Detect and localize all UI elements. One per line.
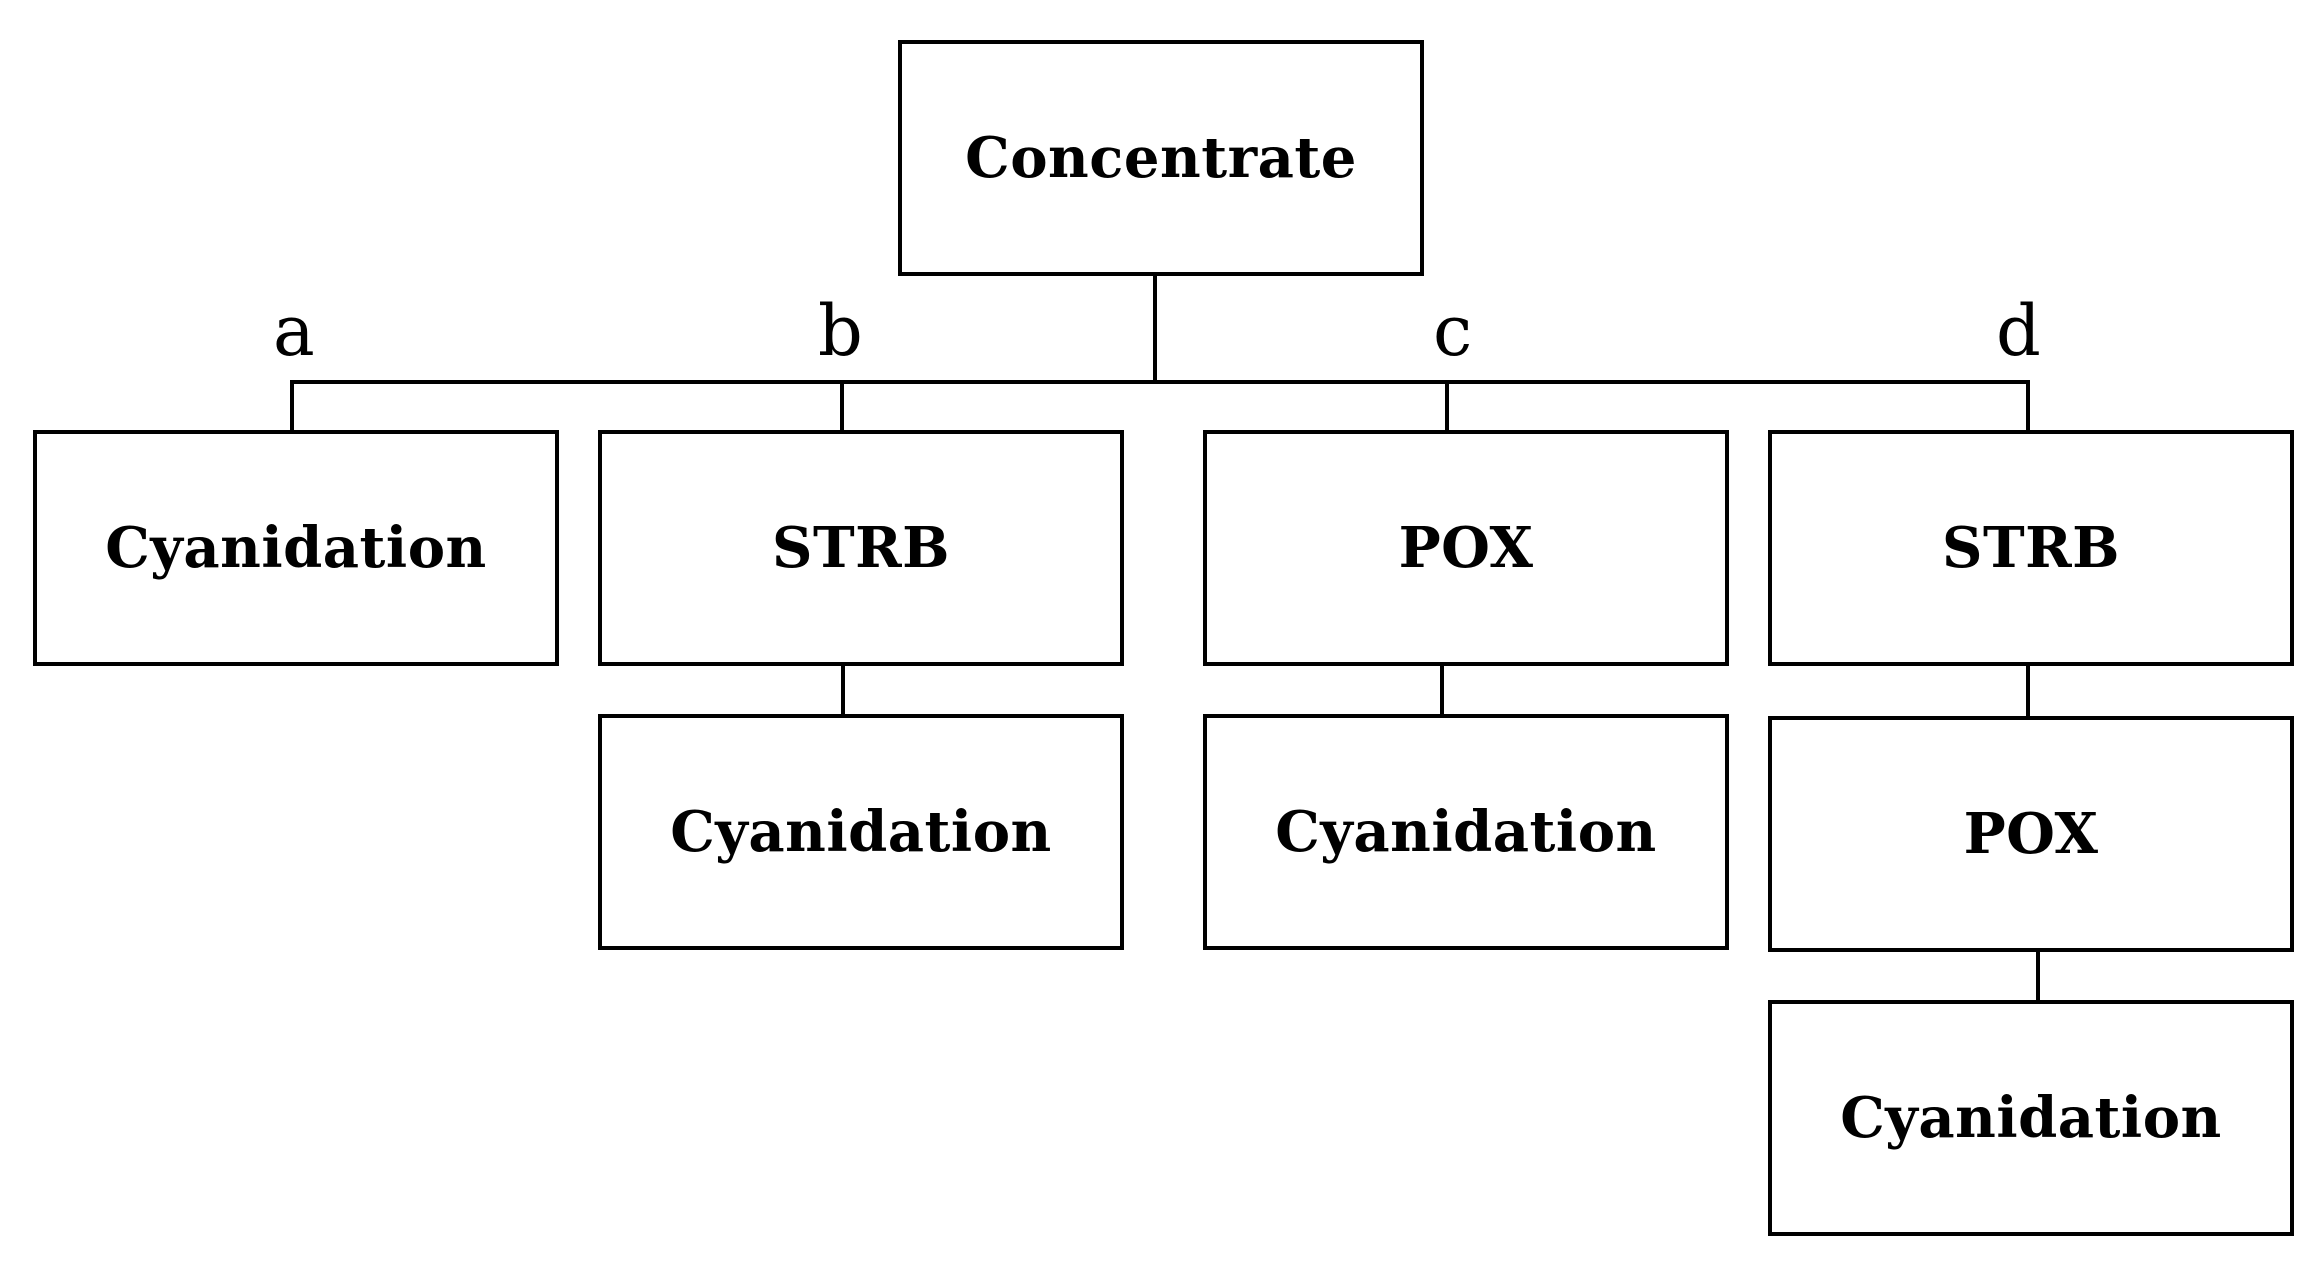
branch-d-step-3-label: Cyanidation: [1840, 1085, 2222, 1151]
branch-a-step-1-label: Cyanidation: [105, 515, 487, 581]
branch-b-step-1-label: STRB: [772, 515, 950, 581]
branch-c-step-2-label: Cyanidation: [1275, 799, 1657, 865]
root-label: Concentrate: [965, 125, 1357, 191]
branch-a-label: a: [273, 290, 315, 372]
branch-c-step-1-label: POX: [1398, 515, 1534, 581]
branch-d-step-2-box: POX: [1768, 716, 2294, 952]
branch-c-step-1-box: POX: [1203, 430, 1729, 666]
branch-d-step-3-box: Cyanidation: [1768, 1000, 2294, 1236]
branch-d-connector-2: [2036, 952, 2040, 1002]
branch-c-drop-line: [1445, 380, 1449, 432]
root-box-concentrate: Concentrate: [898, 40, 1424, 276]
branch-b-step-2-box: Cyanidation: [598, 714, 1124, 950]
branch-b-connector-1: [841, 666, 845, 716]
branch-b-step-2-label: Cyanidation: [670, 799, 1052, 865]
branch-d-step-1-label: STRB: [1942, 515, 2120, 581]
branch-d-drop-line: [2026, 380, 2030, 432]
branch-d-step-1-box: STRB: [1768, 430, 2294, 666]
branch-c-label: c: [1433, 290, 1473, 372]
branch-d-step-2-label: POX: [1963, 801, 2099, 867]
branch-b-step-1-box: STRB: [598, 430, 1124, 666]
branch-d-label: d: [1996, 290, 2041, 372]
branch-b-drop-line: [840, 380, 844, 432]
branch-d-connector-1: [2026, 666, 2030, 718]
branch-a-step-1-box: Cyanidation: [33, 430, 559, 666]
branch-b-label: b: [818, 290, 863, 372]
branch-c-step-2-box: Cyanidation: [1203, 714, 1729, 950]
branch-a-drop-line: [290, 380, 294, 432]
horizontal-bus-line: [290, 380, 2030, 384]
branch-c-connector-1: [1440, 666, 1444, 716]
root-stem-line: [1153, 276, 1157, 384]
